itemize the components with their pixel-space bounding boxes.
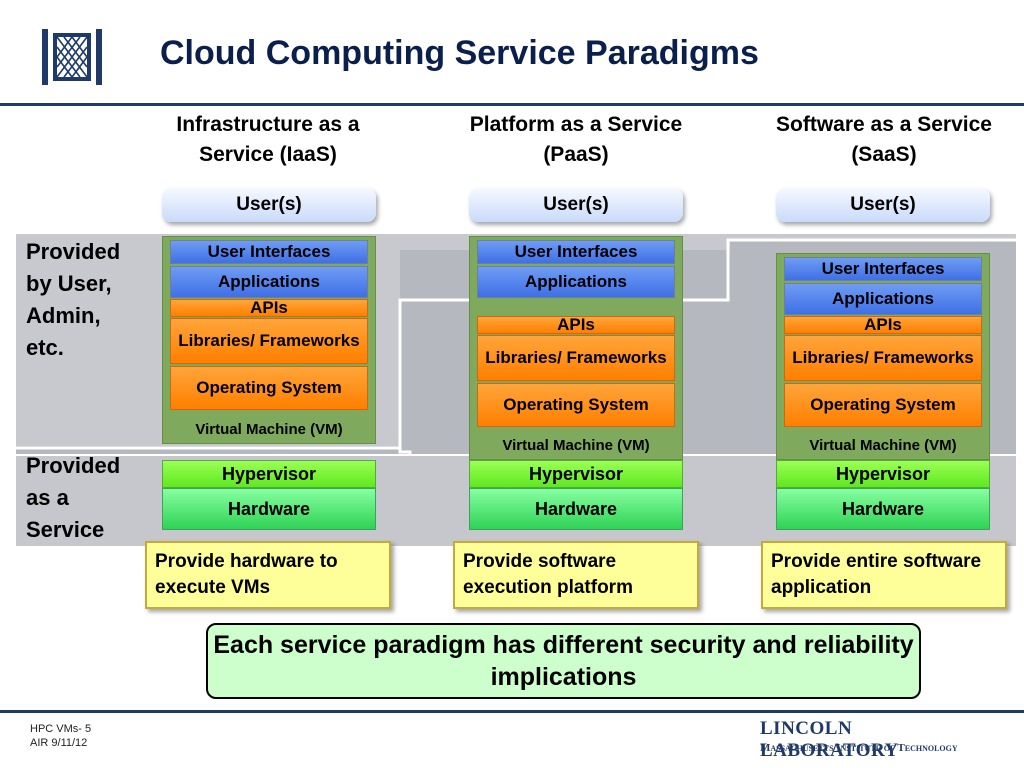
layer-applications-paas: Applications (477, 266, 675, 298)
layer-hypervisor-iaas: Hypervisor (162, 460, 376, 488)
lincoln-lab-logo (42, 29, 102, 85)
layer-hardware-saas: Hardware (776, 488, 990, 530)
footer-line-1: HPC VMs- 5 (30, 723, 92, 735)
layer-user-interfaces-saas: User Interfaces (784, 257, 982, 281)
layer-applications-iaas: Applications (170, 266, 368, 298)
layer-operating-system-iaas: Operating System (170, 366, 368, 410)
layer-hypervisor-saas: Hypervisor (776, 460, 990, 488)
users-pill-paas: User(s) (469, 188, 683, 222)
users-pill-iaas: User(s) (162, 188, 376, 222)
layer-hardware-paas: Hardware (469, 488, 683, 530)
layer-apis-iaas: APIs (170, 298, 368, 317)
layer-libraries-saas: Libraries/ Frameworks (784, 335, 982, 381)
security-callout: Each service paradigm has different secu… (206, 623, 921, 699)
layer-user-interfaces-iaas: User Interfaces (170, 240, 368, 264)
layer-hypervisor-paas: Hypervisor (469, 460, 683, 488)
layer-apis-saas: APIs (784, 315, 982, 334)
layer-user-interfaces-paas: User Interfaces (477, 240, 675, 264)
footer-line-2: AIR 9/11/12 (30, 737, 88, 749)
header-rule (0, 103, 1024, 106)
lab-name: LINCOLN LABORATORY (760, 718, 899, 761)
users-pill-saas: User(s) (776, 188, 990, 222)
label-provided-as-service: Provided as a Service (26, 453, 121, 542)
layer-operating-system-saas: Operating System (784, 383, 982, 427)
layer-libraries-paas: Libraries/ Frameworks (477, 335, 675, 381)
heading-paas: Platform as a Service (PaaS) (469, 113, 683, 166)
layer-hardware-iaas: Hardware (162, 488, 376, 530)
layer-apis-paas: APIs (477, 315, 675, 334)
footer-rule (0, 710, 1024, 713)
label-provided-by-user: Provided by User, Admin, etc. (26, 239, 121, 360)
heading-iaas: Infrastructure as a Service (IaaS) (176, 113, 360, 166)
vm-label-iaas: Virtual Machine (VM) (195, 420, 343, 438)
note-paas: Provide software execution platform (453, 541, 699, 609)
lab-institution: Massachusetts Institute of Technology (760, 742, 958, 754)
note-iaas: Provide hardware to execute VMs (145, 541, 391, 609)
page-title: Cloud Computing Service Paradigms (160, 34, 759, 72)
heading-saas: Software as a Service (SaaS) (776, 113, 992, 166)
vm-label-paas: Virtual Machine (VM) (502, 436, 650, 454)
layer-libraries-iaas: Libraries/ Frameworks (170, 318, 368, 364)
note-saas: Provide entire software application (761, 541, 1007, 609)
layer-operating-system-paas: Operating System (477, 383, 675, 427)
layer-applications-saas: Applications (784, 283, 982, 315)
vm-label-saas: Virtual Machine (VM) (809, 436, 957, 454)
footer-slide-info: HPC VMs- 5 AIR 9/11/12 (30, 722, 91, 750)
